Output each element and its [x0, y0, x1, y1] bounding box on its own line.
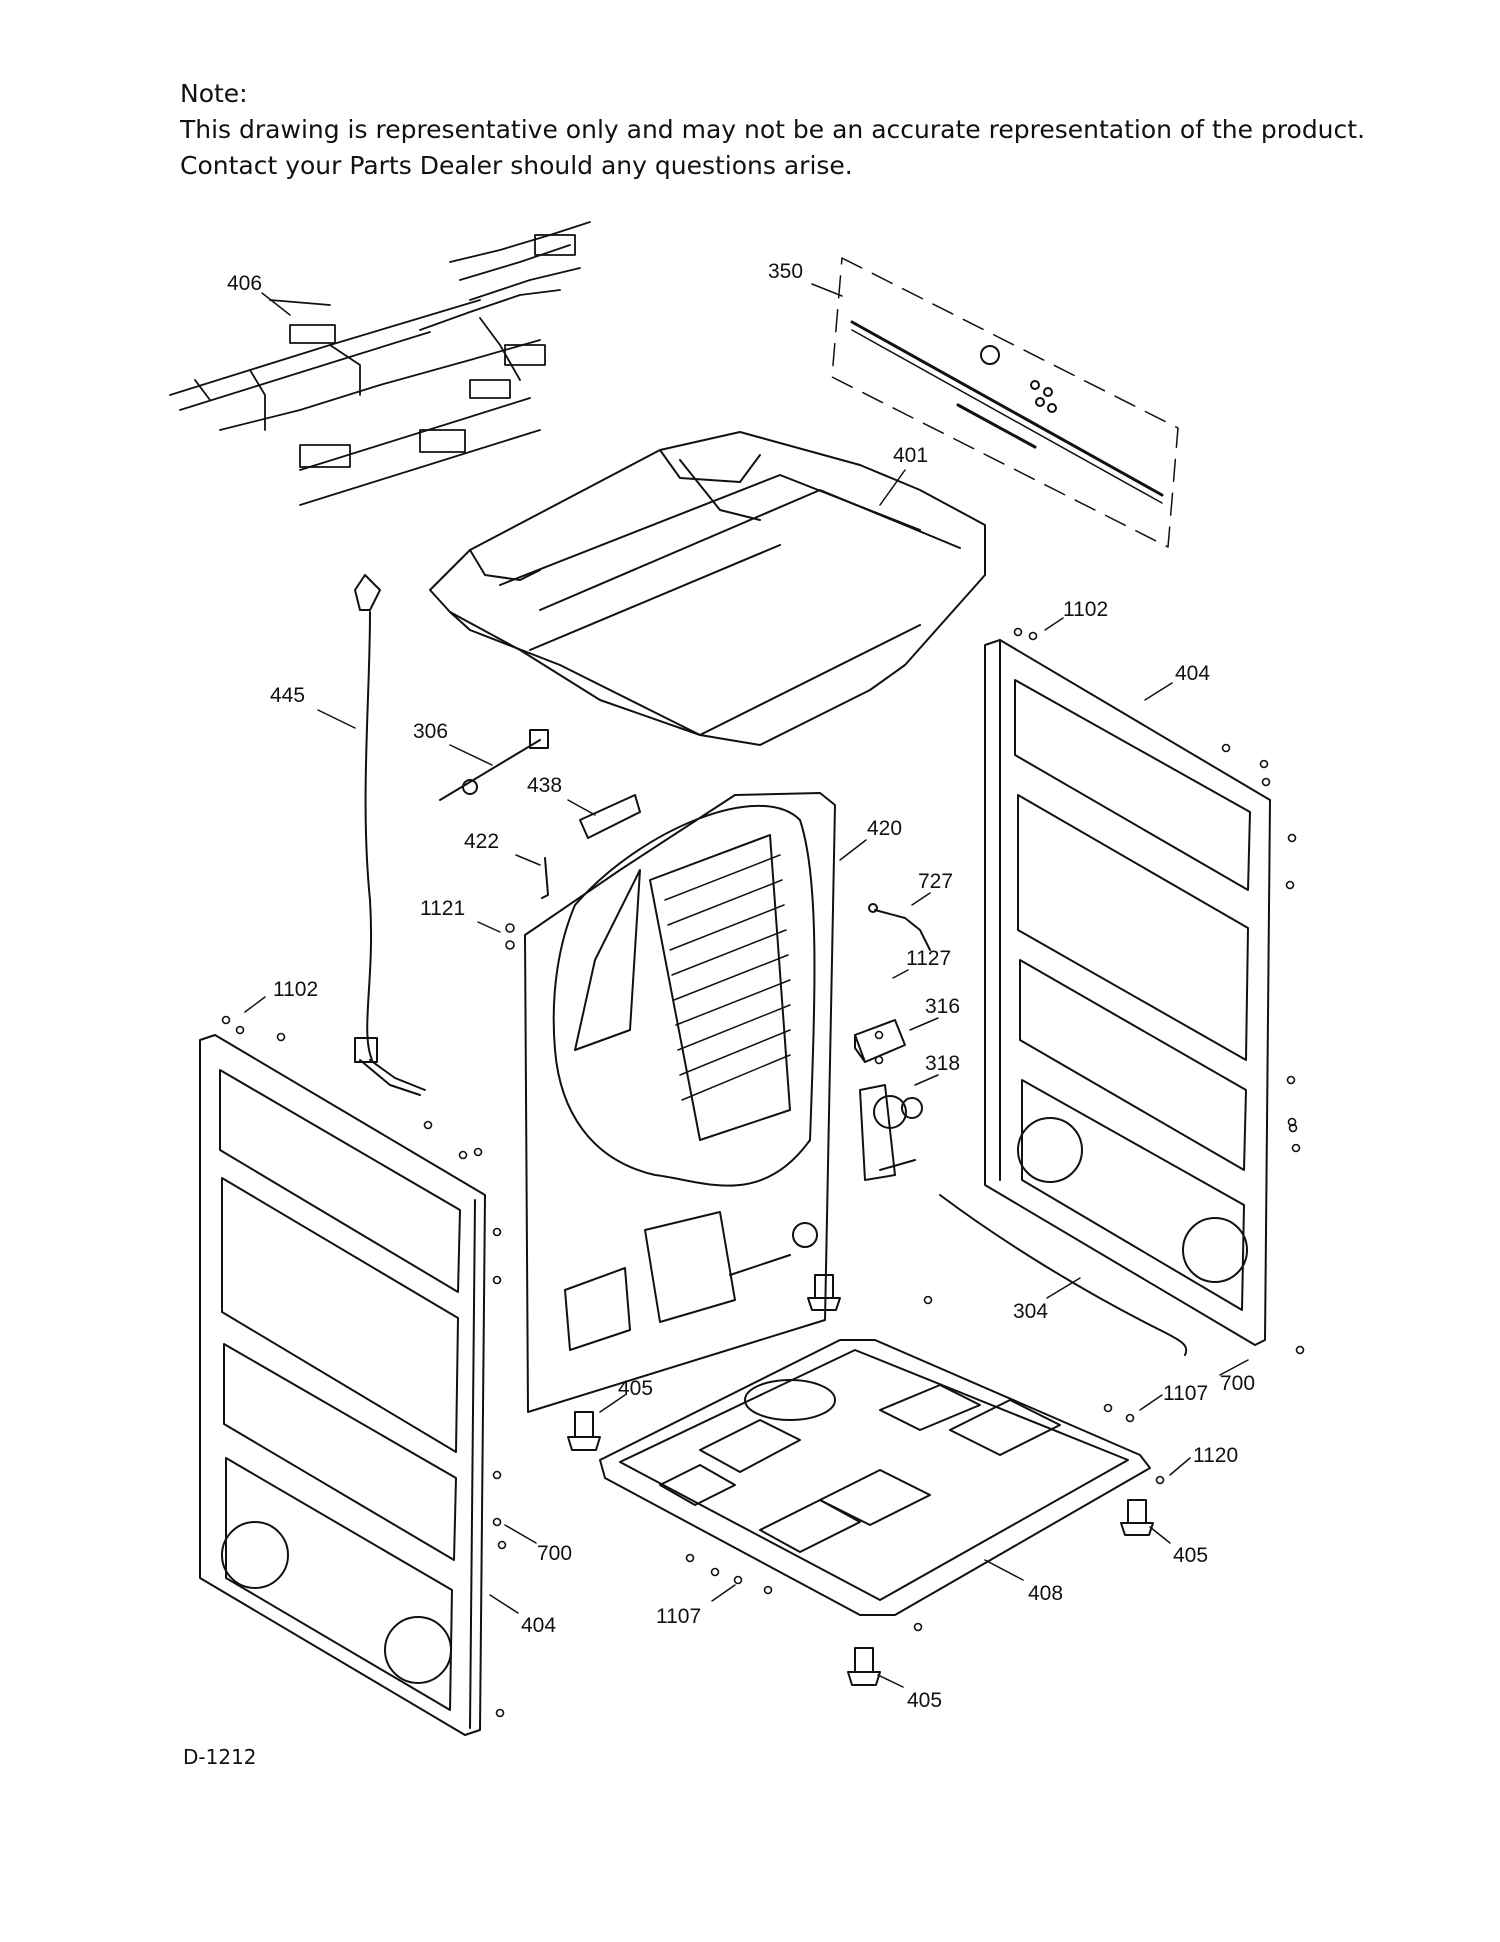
callout-438: 438	[527, 774, 562, 797]
base-pan-part	[599, 1339, 1151, 1616]
duct-kit-part	[831, 257, 1179, 548]
clip-part	[541, 857, 549, 899]
callout-318: 318	[925, 1052, 960, 1075]
disclaimer-note: Note: This drawing is representative onl…	[180, 76, 1365, 184]
callout-306: 306	[413, 720, 448, 743]
switch-assembly-part	[859, 1084, 923, 1181]
callout-727: 727	[918, 870, 953, 893]
callout-405-right: 405	[1173, 1544, 1208, 1567]
callout-700-right: 700	[1220, 1372, 1255, 1395]
callout-420: 420	[867, 817, 902, 840]
leveling-leg-part	[847, 1647, 881, 1686]
leveling-leg-part	[807, 1274, 841, 1311]
note-line-1: This drawing is representative only and …	[180, 115, 1366, 144]
callout-316: 316	[925, 995, 960, 1018]
wire-harness-part	[169, 221, 591, 506]
left-side-panel-part	[199, 1034, 486, 1736]
callout-1102-right: 1102	[1063, 598, 1108, 621]
callout-1121: 1121	[420, 897, 465, 920]
callout-1102-left: 1102	[273, 978, 318, 1001]
callout-1120: 1120	[1193, 1444, 1238, 1467]
callout-406: 406	[227, 272, 262, 295]
callout-408: 408	[1028, 1582, 1063, 1605]
bracket-part	[579, 794, 641, 839]
callout-1127: 1127	[906, 947, 951, 970]
callout-404-right: 404	[1175, 662, 1210, 685]
screws-part	[221, 627, 1305, 1718]
callout-401: 401	[893, 444, 928, 467]
callout-350: 350	[768, 260, 803, 283]
wire-part	[868, 903, 931, 951]
note-heading: Note:	[180, 79, 248, 108]
callout-405-bottom: 405	[907, 1689, 942, 1712]
thermistor-part	[439, 729, 549, 801]
leveling-leg-part	[567, 1411, 601, 1451]
callout-422: 422	[464, 830, 499, 853]
callout-405-center: 405	[618, 1377, 653, 1400]
power-cord-part	[354, 574, 426, 1096]
callout-1107-right: 1107	[1163, 1382, 1208, 1405]
note-line-2: Contact your Parts Dealer should any que…	[180, 151, 853, 180]
right-side-panel-part	[984, 639, 1271, 1346]
hose-part	[939, 1194, 1188, 1356]
leader-lines	[244, 283, 1249, 1688]
rear-panel-part	[524, 792, 836, 1413]
top-cover-part	[429, 431, 986, 746]
callout-700-left: 700	[537, 1542, 572, 1565]
callout-304: 304	[1013, 1300, 1048, 1323]
heat-shield-part	[854, 1019, 906, 1063]
diagram-id: D-1212	[183, 1745, 257, 1769]
leveling-leg-part	[1120, 1499, 1154, 1536]
callout-404-left: 404	[521, 1614, 556, 1637]
callout-445: 445	[270, 684, 305, 707]
callout-1107-left: 1107	[656, 1605, 701, 1628]
